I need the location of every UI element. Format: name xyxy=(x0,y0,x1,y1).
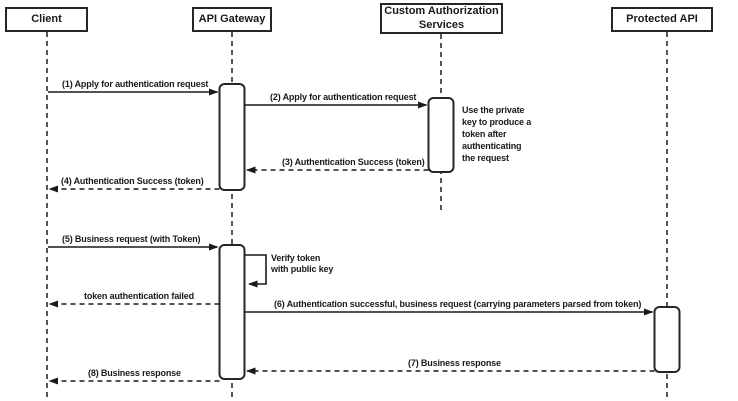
participant-label-protected-api: Protected API xyxy=(626,12,698,25)
participant-label-client: Client xyxy=(31,12,62,25)
participant-box-custom-authorization: Custom Authorization Services xyxy=(380,3,503,34)
message-label-1: (1) Apply for authentication request xyxy=(62,79,209,89)
activation-api-gateway-2 xyxy=(218,244,246,380)
message-label-6: (6) Authentication successful, business … xyxy=(274,299,642,309)
message-label-4: (4) Authentication Success (token) xyxy=(61,176,204,186)
activation-protected-api xyxy=(653,306,681,373)
message-label-8: (8) Business response xyxy=(88,368,181,378)
message-label-fail: token authentication failed xyxy=(84,291,194,301)
self-message-label: Verify token with public key xyxy=(271,253,334,274)
activation-api-gateway-1 xyxy=(218,83,246,191)
note-text: Use the private key to produce a token a… xyxy=(462,105,532,163)
participant-box-protected-api: Protected API xyxy=(611,7,713,32)
participant-label-api-gateway: API Gateway xyxy=(198,12,266,25)
participant-label-custom-authorization: Custom Authorization Services xyxy=(384,4,499,31)
message-label-5: (5) Business request (with Token) xyxy=(62,234,201,244)
message-label-7: (7) Business response xyxy=(408,358,501,368)
activation-custom-authorization xyxy=(427,97,455,173)
message-label-3: (3) Authentication Success (token) xyxy=(282,157,425,167)
message-label-2: (2) Apply for authentication request xyxy=(270,92,417,102)
participant-box-api-gateway: API Gateway xyxy=(192,7,272,32)
self-message-arrow xyxy=(244,254,267,288)
participant-box-client: Client xyxy=(5,7,88,32)
